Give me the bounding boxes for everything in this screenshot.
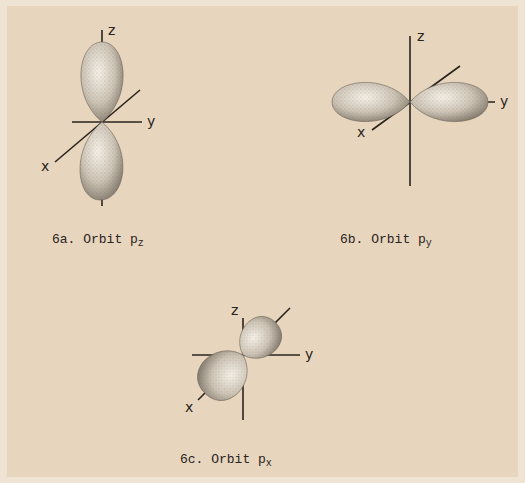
orbital-lobe	[188, 339, 259, 410]
lobe-stipple	[332, 82, 410, 121]
axis-label: z	[417, 28, 424, 44]
axis-label: y	[305, 346, 313, 362]
axis-label: x	[185, 399, 193, 415]
axis-label: x	[357, 124, 365, 140]
figure-caption: 6a. Orbit pz	[52, 232, 144, 248]
orbital-lobe	[410, 82, 488, 121]
py-lobes	[332, 82, 488, 121]
lobe-stipple	[81, 42, 123, 122]
paper	[7, 6, 518, 477]
orbital-subscript: z	[138, 238, 144, 249]
orbital-lobe	[80, 122, 123, 200]
axis-label: z	[108, 22, 115, 38]
lobe-stipple	[410, 82, 488, 121]
orbital-lobe	[332, 82, 410, 121]
figure-caption: 6c. Orbit px	[180, 452, 272, 468]
caption-text: 6c. Orbit p	[180, 452, 266, 467]
lobe-stipple	[188, 339, 259, 410]
orbital-subscript: y	[426, 238, 432, 249]
lower-lobe	[188, 339, 259, 410]
z-axis	[409, 36, 411, 186]
axis-label: y	[500, 93, 508, 109]
y-axis	[72, 121, 142, 123]
caption-text: 6a. Orbit p	[52, 232, 138, 247]
axis-label: x	[41, 158, 49, 174]
caption-text: 6b. Orbit p	[340, 232, 426, 247]
axes-6a	[55, 30, 142, 206]
px-lobes	[188, 309, 289, 410]
axis-label: z	[231, 302, 238, 318]
figure-caption: 6b. Orbit py	[340, 232, 432, 248]
orbital-lobe	[81, 42, 123, 122]
pz-lobes	[80, 42, 123, 200]
axis-label: y	[147, 113, 155, 129]
orbital-subscript: x	[266, 458, 272, 469]
lobe-stipple	[80, 122, 123, 200]
